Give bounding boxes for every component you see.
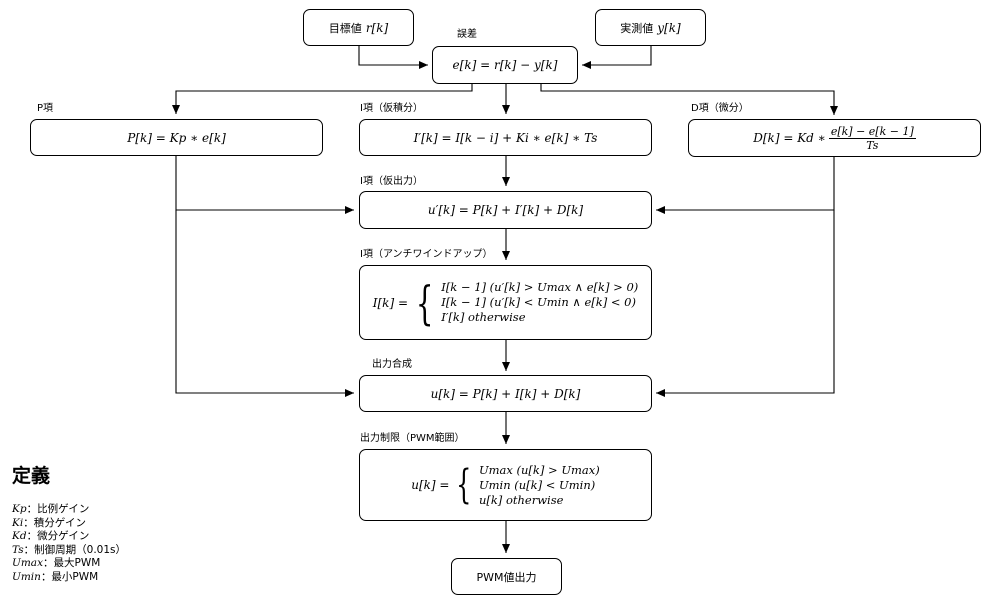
edge-error-p [172, 84, 473, 114]
aw-brace: { [415, 275, 434, 330]
aw-lhs: I[k] = [372, 295, 408, 310]
tmp-heading: I項（仮出力） [360, 176, 423, 187]
definition-symbol: Umin [12, 570, 41, 583]
edge-measured-error [582, 46, 652, 69]
limit-case-1: Umax (u[k] > Umax) [478, 462, 600, 477]
definition-text: ：最大PWM [43, 557, 101, 570]
definition-symbol: Kp [12, 503, 27, 515]
definition-symbol: Ts [12, 543, 24, 556]
i-equation: I′[k] = I[k − i] + Ki ∗ e[k] ∗ Ts [413, 130, 598, 145]
limit-lhs: u[k] = [411, 478, 450, 492]
definitions-title: 定義 [12, 466, 51, 487]
edge-d-tmp [656, 156, 835, 214]
i-heading: I項（仮積分） [360, 103, 423, 114]
definition-item: Umin：最小PWM [12, 571, 126, 585]
d-equation-lhs: D[k] = Kd ∗ [753, 131, 826, 145]
tmp-equation: u′[k] = P[k] + I′[k] + D[k] [427, 203, 584, 217]
definition-text: ：制御周期（0.01s） [23, 543, 126, 556]
p-node: P[k] = Kp ∗ e[k] [30, 119, 323, 156]
definition-symbol: Ki [12, 516, 24, 529]
error-node: e[k] = r[k] − y[k] [432, 46, 578, 84]
definition-symbol: Umax [12, 557, 43, 570]
limit-case-2: Umin (u[k] < Umin) [478, 477, 596, 492]
measured-node: 実測値 y[k] [595, 9, 706, 46]
tmp-node: u′[k] = P[k] + I′[k] + D[k] [359, 191, 652, 229]
d-fraction: e[k] − e[k − 1] Ts [828, 124, 916, 152]
sum-node: u[k] = P[k] + I[k] + D[k] [359, 375, 652, 412]
definition-text: ：比例ゲイン [26, 503, 90, 515]
aw-heading: I項（アンチワインドアップ） [360, 249, 493, 260]
sum-heading: 出力合成 [372, 359, 412, 370]
aw-cases: I[k − 1] (u′[k] > Umax ∧ e[k] > 0) I[k −… [441, 280, 638, 325]
d-heading: D項（微分） [691, 103, 749, 114]
definition-item: Umax：最大PWM [12, 557, 126, 571]
definition-item: Kp：比例ゲイン [12, 503, 126, 517]
p-heading: P項 [37, 103, 54, 114]
limit-node: u[k] = { Umax (u[k] > Umax) Umin (u[k] <… [359, 449, 652, 521]
error-equation: e[k] = r[k] − y[k] [452, 58, 558, 72]
aw-case-2: I[k − 1] (u′[k] < Umin ∧ e[k] < 0) [441, 295, 636, 309]
definition-item: Kd：微分ゲイン [12, 530, 126, 544]
sum-equation: u[k] = P[k] + I[k] + D[k] [430, 386, 581, 401]
aw-case-1: I[k − 1] (u′[k] > Umax ∧ e[k] > 0) [441, 280, 639, 294]
output-label: PWM値出力 [476, 570, 537, 584]
limit-heading: 出力制限（PWM範囲） [360, 433, 465, 444]
aw-node: I[k] = { I[k − 1] (u′[k] > Umax ∧ e[k] >… [359, 265, 652, 340]
limit-cases: Umax (u[k] > Umax) Umin (u[k] < Umin) u[… [479, 463, 600, 508]
definition-text: ：微分ゲイン [26, 530, 90, 543]
measured-var: y[k] [657, 20, 681, 35]
p-equation: P[k] = Kp ∗ e[k] [127, 130, 226, 145]
measured-label: 実測値 [620, 21, 654, 35]
target-var: r[k] [365, 20, 389, 35]
aw-case-3: I′[k] otherwise [441, 310, 526, 324]
definition-symbol: Kd [12, 530, 27, 543]
edge-d-sum [656, 210, 835, 397]
i-node: I′[k] = I[k − i] + Ki ∗ e[k] ∗ Ts [359, 119, 652, 156]
edge-target-error [358, 46, 428, 69]
edge-error-d [540, 84, 838, 115]
limit-case-3: u[k] otherwise [478, 492, 564, 507]
error-heading: 誤差 [457, 29, 477, 40]
edge-p-sum [175, 210, 354, 397]
edge-p-tmp [175, 156, 354, 214]
d-numerator: e[k] − e[k − 1] [828, 124, 916, 139]
limit-brace: { [456, 462, 472, 508]
definition-item: Ts：制御周期（0.01s） [12, 544, 126, 558]
definition-text: ：積分ゲイン [23, 516, 86, 529]
d-denominator: Ts [866, 138, 879, 152]
target-node: 目標値 r[k] [303, 9, 414, 46]
d-node: D[k] = Kd ∗ e[k] − e[k − 1] Ts [688, 119, 981, 157]
target-label: 目標値 [328, 21, 362, 35]
definitions-list: Kp：比例ゲイン Ki：積分ゲイン Kd：微分ゲイン Ts：制御周期（0.01s… [12, 503, 126, 585]
definition-text: ：最小PWM [40, 570, 99, 583]
output-node: PWM値出力 [451, 558, 562, 595]
definition-item: Ki：積分ゲイン [12, 517, 126, 531]
